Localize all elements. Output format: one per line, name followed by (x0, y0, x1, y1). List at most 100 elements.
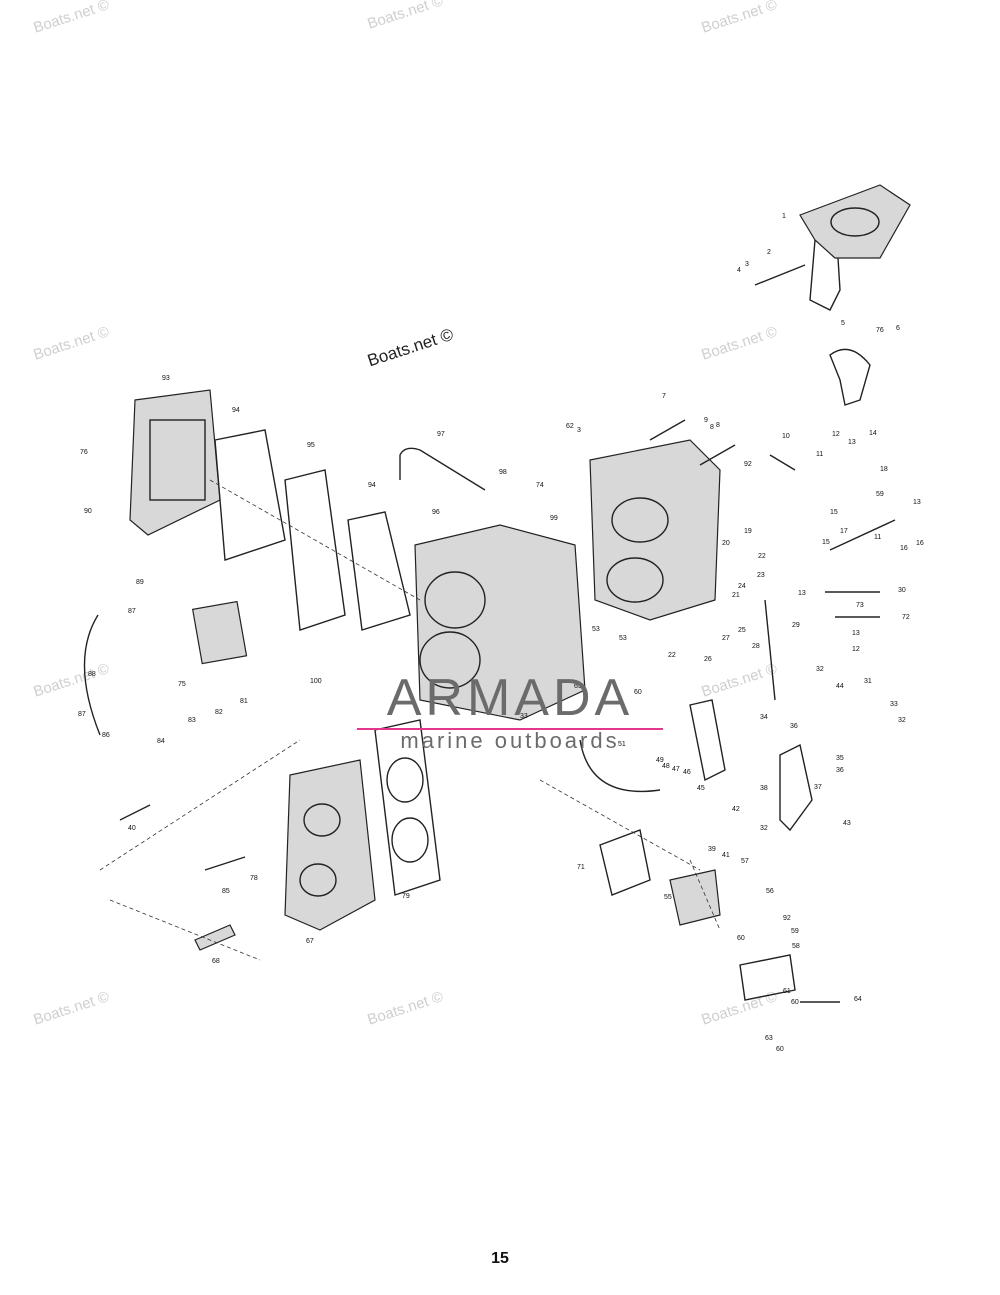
part-callout-13: 13 (848, 439, 856, 446)
assembly-line (109, 899, 261, 961)
part-callout-44: 44 (836, 683, 844, 690)
hose-88 (83, 614, 101, 736)
part-callout-60: 60 (634, 689, 642, 696)
brand-rule (357, 728, 663, 730)
part-callout-3: 3 (745, 261, 749, 268)
part-callout-18: 18 (880, 466, 888, 473)
part-callout-39: 39 (708, 846, 716, 853)
part-callout-4: 4 (737, 267, 741, 274)
part-callout-49: 49 (656, 757, 664, 764)
part-callout-26: 26 (704, 656, 712, 663)
part-callout-21: 21 (732, 592, 740, 599)
part-callout-63: 63 (765, 1035, 773, 1042)
mount-bracket-part (799, 184, 911, 311)
part-callout-99: 99 (550, 515, 558, 522)
bolt-85 (119, 804, 151, 821)
part-callout-29: 29 (792, 622, 800, 629)
part-callout-100: 100 (310, 678, 322, 685)
part-callout-83: 83 (188, 717, 196, 724)
part-callout-11: 11 (816, 451, 823, 458)
part-callout-86: 86 (102, 732, 110, 739)
assembly-line (539, 779, 701, 871)
part-callout-1: 1 (782, 213, 786, 220)
part-callout-87: 87 (128, 608, 136, 615)
decal-75 (191, 600, 248, 665)
part-callout-10: 10 (782, 433, 790, 440)
part-callout-59: 59 (876, 491, 884, 498)
part-callout-45: 45 (697, 785, 705, 792)
part-callout-67: 67 (306, 938, 314, 945)
part-callout-28: 28 (752, 643, 760, 650)
link-rod-27 (764, 599, 776, 701)
part-callout-19: 19 (744, 528, 752, 535)
spark-plug-71 (194, 924, 236, 951)
rod-10 (769, 454, 796, 471)
part-callout-64: 64 (854, 996, 862, 1003)
part-callout-87: 87 (78, 711, 86, 718)
part-callout-7: 7 (662, 393, 666, 400)
part-callout-85: 85 (222, 888, 230, 895)
part-callout-68: 68 (212, 958, 220, 965)
assembly-line (689, 859, 721, 931)
part-callout-22: 22 (668, 652, 676, 659)
part-callout-90: 90 (84, 508, 92, 515)
cylinder-block-part (589, 439, 721, 621)
part-callout-35: 35 (836, 755, 844, 762)
part-callout-42: 42 (732, 806, 740, 813)
part-callout-8: 8 (716, 422, 720, 429)
part-callout-5: 5 (841, 320, 845, 327)
part-callout-60: 60 (791, 999, 799, 1006)
part-callout-27: 27 (722, 635, 730, 642)
part-callout-47: 47 (672, 766, 680, 773)
part-callout-37: 37 (814, 784, 822, 791)
part-callout-24: 24 (738, 583, 746, 590)
cylinder-head-part (284, 759, 376, 931)
part-callout-93: 93 (162, 375, 170, 382)
part-callout-72: 72 (902, 614, 910, 621)
part-callout-74: 74 (536, 482, 544, 489)
stud-2 (754, 264, 806, 286)
part-callout-89: 89 (136, 579, 144, 586)
part-callout-16: 16 (916, 540, 924, 547)
part-callout-81: 81 (240, 698, 248, 705)
part-callout-12: 12 (852, 646, 860, 653)
part-callout-56: 56 (766, 888, 774, 895)
gasket-94 (214, 429, 286, 561)
head-gasket-67 (374, 719, 441, 896)
small-bracket-part (829, 348, 871, 406)
crankcase-part (414, 524, 586, 721)
part-callout-32: 32 (898, 717, 906, 724)
brand-tagline: marine outboards (400, 728, 620, 753)
part-callout-3: 3 (577, 427, 581, 434)
part-callout-76: 76 (80, 449, 88, 456)
part-callout-92: 92 (783, 915, 791, 922)
part-callout-31: 31 (864, 678, 872, 685)
part-callout-36: 36 (836, 767, 844, 774)
part-callout-94: 94 (232, 407, 240, 414)
part-callout-34: 34 (760, 714, 768, 721)
rod-18 (829, 519, 896, 551)
part-callout-40: 40 (128, 825, 136, 832)
part-callout-38: 38 (760, 785, 768, 792)
throttle-arm-38 (779, 743, 813, 832)
part-callout-11: 11 (874, 534, 881, 541)
part-callout-58: 58 (792, 943, 800, 950)
part-callout-95: 95 (307, 442, 315, 449)
part-callout-6: 6 (896, 325, 900, 332)
hose-64 (579, 739, 661, 793)
part-callout-73: 73 (856, 602, 864, 609)
part-callout-14: 14 (869, 430, 877, 437)
part-callout-12: 12 (832, 431, 840, 438)
part-callout-60: 60 (737, 935, 745, 942)
part-callout-13: 13 (798, 590, 806, 597)
part-callout-76: 76 (876, 327, 884, 334)
gasket-95 (284, 469, 346, 631)
part-callout-22: 22 (758, 553, 766, 560)
part-callout-2: 2 (767, 249, 771, 256)
bolt-7 (649, 419, 686, 441)
part-callout-48: 48 (662, 763, 670, 770)
part-callout-94: 94 (368, 482, 376, 489)
part-callout-23: 23 (757, 572, 765, 579)
part-callout-16: 16 (900, 545, 908, 552)
part-callout-71: 71 (577, 864, 585, 871)
